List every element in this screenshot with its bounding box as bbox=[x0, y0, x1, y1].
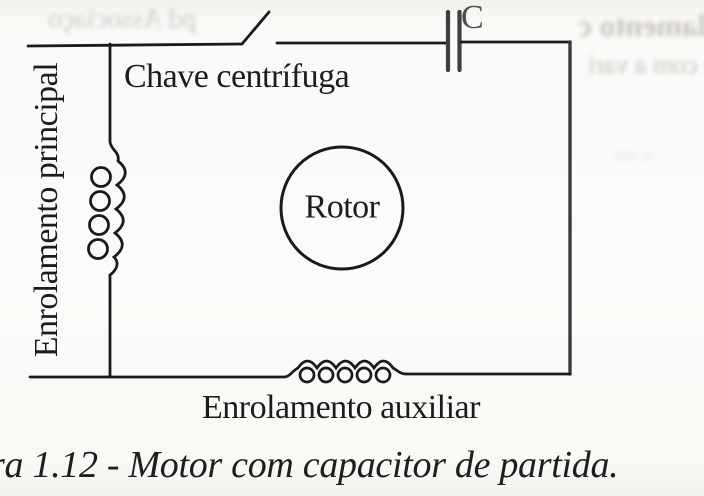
auxiliary-winding-label: Enrolamento auxiliar bbox=[202, 389, 480, 426]
auxiliary-winding-coil bbox=[28, 359, 408, 384]
start-capacitor-plates bbox=[445, 9, 462, 73]
rotor-label: Rotor bbox=[304, 188, 380, 226]
centrifugal-switch-contact bbox=[240, 10, 271, 46]
rotor-circle bbox=[279, 145, 405, 271]
capacitor-label: C bbox=[461, 0, 484, 36]
figure-caption: ra 1.12 - Motor com capacitor de partida… bbox=[0, 444, 619, 486]
main-winding-label: Enrolamento principal bbox=[28, 62, 66, 358]
main-winding-coil bbox=[87, 42, 127, 378]
top-wire-left bbox=[26, 42, 244, 48]
centrifugal-switch-label: Chave centrífuga bbox=[124, 58, 350, 95]
